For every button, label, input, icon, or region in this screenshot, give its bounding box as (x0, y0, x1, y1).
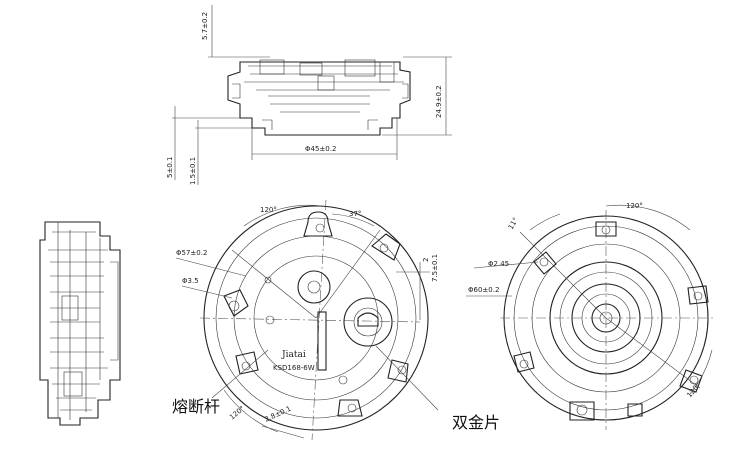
front-lugs (223, 211, 409, 417)
angle-11: 11° (507, 216, 520, 231)
side-section-view (39, 221, 121, 426)
fuse-rod-label: 熔断杆 (172, 397, 220, 416)
dim-offset-1-5: 1.5±0.1 (189, 157, 197, 185)
brand-label: Jiatai (281, 350, 306, 360)
angle-37: 37° (349, 210, 361, 218)
back-view: 11° 120° 120° Φ2.45 Φ60±0.2 (466, 202, 716, 430)
dim-dia-2-45: Φ2.45 (488, 260, 509, 268)
dim-total-height: 24.9±0.2 (435, 85, 443, 118)
angle-120-top: 120° (260, 206, 277, 214)
angle-120-right-bottom: 120° (685, 381, 702, 399)
angle-120-bottom: 120° (228, 405, 246, 422)
dim-dia-60: Φ60±0.2 (468, 286, 499, 294)
dim-offset-5: 5±0.1 (166, 157, 174, 178)
angle-120-right: 120° (626, 202, 643, 210)
dim-7-5-sub: 2 (422, 258, 430, 262)
dim-7-5: 7.5±0.1 (431, 254, 439, 282)
bimetal-label: 双金片 (452, 413, 500, 432)
back-lugs (513, 221, 709, 421)
dim-dia-3-5: Φ3.5 (182, 277, 199, 285)
dim-dia-57: Φ57±0.2 (176, 249, 207, 257)
dim-base-diameter: Φ45±0.2 (305, 145, 336, 153)
model-label: KSD168-6W (273, 364, 315, 372)
side-elevation-view: 5.7±0.2 24.9±0.2 Φ45±0.2 5±0.1 1.5±0.1 (166, 5, 452, 185)
dim-top-height: 5.7±0.2 (201, 12, 209, 40)
